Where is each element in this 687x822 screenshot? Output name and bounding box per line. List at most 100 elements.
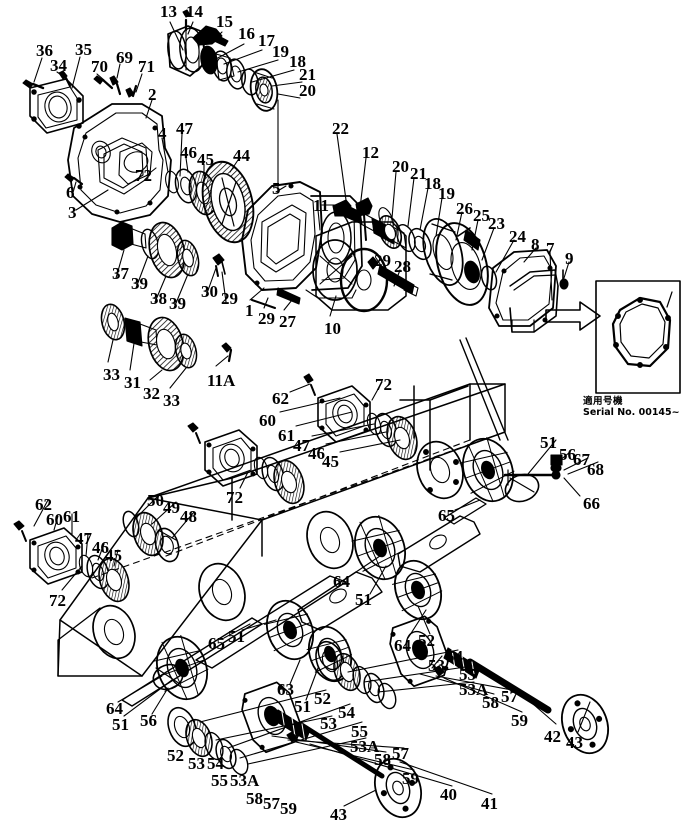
part-callout-6: 6 <box>66 183 75 202</box>
part-callout-58: 58 <box>374 750 391 769</box>
part-callout-38: 38 <box>150 289 167 308</box>
part-callout-55: 55 <box>211 771 228 790</box>
part-callout-37: 37 <box>112 264 129 283</box>
part-callout-52: 52 <box>418 631 435 650</box>
part-callout-62: 62 <box>35 495 52 514</box>
part-callout-24: 24 <box>509 227 526 246</box>
part-callout-20: 20 <box>392 157 409 176</box>
part-callout-54: 54 <box>338 703 355 722</box>
part-callout-14: 14 <box>186 2 203 21</box>
part-callout-59: 59 <box>511 711 528 730</box>
part-callout-59: 59 <box>280 799 297 818</box>
part-callout-64: 64 <box>333 572 350 591</box>
serial-note-japanese: 適用号機 <box>583 396 624 407</box>
part-callout-34: 34 <box>50 56 67 75</box>
part-callout-53: 53 <box>428 656 445 675</box>
part-callout-62: 62 <box>272 389 289 408</box>
part-callout-29: 29 <box>258 309 275 328</box>
part-callout-70: 70 <box>91 57 108 76</box>
part-callout-67: 67 <box>573 450 590 469</box>
part-callout-4: 4 <box>158 124 167 143</box>
part-callout-57: 57 <box>501 687 518 706</box>
group-clutch-26-23-24 <box>422 218 498 306</box>
leader-lines <box>33 21 599 807</box>
part-callout-64: 64 <box>106 699 123 718</box>
part-callout-46: 46 <box>92 538 109 557</box>
part-callout-33: 33 <box>163 391 180 410</box>
detail-box-gasket-7 <box>595 280 681 394</box>
part-callout-52: 52 <box>167 746 184 765</box>
part-callout-58: 58 <box>246 789 263 808</box>
part-callout-29: 29 <box>221 289 238 308</box>
part-callout-15: 15 <box>216 12 233 31</box>
group-lower-shaft-31-33 <box>100 303 233 372</box>
part-callout-11: 11 <box>313 196 330 215</box>
part-callout-1: 1 <box>245 301 254 320</box>
part-callout-19: 19 <box>438 184 455 203</box>
part-callout-52: 52 <box>314 689 331 708</box>
part-callout-2: 2 <box>148 85 157 104</box>
part-callout-55: 55 <box>351 722 368 741</box>
rollers-on-frame <box>92 440 464 660</box>
part-callout-55: 55 <box>459 665 476 684</box>
part-callout-51: 51 <box>294 697 311 716</box>
part-callout-19: 19 <box>272 42 289 61</box>
group-input-shaft-13-21 <box>167 9 279 112</box>
part-callout-72: 72 <box>135 166 152 185</box>
serial-note-english: Serial No. 00145~ <box>583 407 680 418</box>
part-callout-51: 51 <box>112 715 129 734</box>
part-callout-63: 63 <box>277 680 294 699</box>
part-callout-30: 30 <box>201 282 218 301</box>
part-callout-54: 54 <box>446 647 463 666</box>
part-callout-57: 57 <box>263 794 280 813</box>
part-callout-51: 51 <box>355 590 372 609</box>
pin-66-67-68 <box>503 454 563 503</box>
part-callout-39: 39 <box>131 274 148 293</box>
part-callout-65: 65 <box>208 634 225 653</box>
part-callout-58: 58 <box>482 693 499 712</box>
part-callout-32: 32 <box>143 384 160 403</box>
part-callout-10: 10 <box>324 319 341 338</box>
track-frame-body <box>57 337 509 677</box>
part-callout-54: 54 <box>207 754 224 773</box>
part-callout-43: 43 <box>566 733 583 752</box>
part-callout-25: 25 <box>473 206 490 225</box>
part-callout-51: 51 <box>228 627 245 646</box>
part-callout-47: 47 <box>75 529 92 548</box>
group-cover-34-35-36 <box>22 70 84 134</box>
part-callout-53: 53 <box>320 714 337 733</box>
part-callout-47: 47 <box>176 119 193 138</box>
part-callout-64: 64 <box>394 636 411 655</box>
part-callout-53a: 53A <box>350 737 380 756</box>
part-callout-26: 26 <box>456 199 473 218</box>
plate-group-mid-60-62 <box>187 422 305 505</box>
part-callout-22: 22 <box>332 119 349 138</box>
part-callout-7: 7 <box>546 239 555 258</box>
part-callout-53a: 53A <box>459 680 489 699</box>
part-callout-50: 50 <box>147 491 164 510</box>
plate-group-upper-60-62 <box>303 373 418 461</box>
part-callout-53a: 53A <box>230 771 260 790</box>
part-callout-48: 48 <box>180 507 197 526</box>
part-callout-13: 13 <box>160 2 177 21</box>
part-callout-65: 65 <box>438 506 455 525</box>
group-cover-7-8-9 <box>488 249 601 333</box>
part-callout-61: 61 <box>63 507 80 526</box>
part-callout-21: 21 <box>299 65 316 84</box>
part-callout-49: 49 <box>163 498 180 517</box>
group-upper-shaft-22-12 <box>332 199 432 261</box>
part-callout-8: 8 <box>531 235 540 254</box>
part-callout-42: 42 <box>544 727 561 746</box>
part-callout-36: 36 <box>36 41 53 60</box>
part-callout-46: 46 <box>180 143 197 162</box>
part-callout-71: 71 <box>138 57 155 76</box>
part-callout-5: 5 <box>272 179 281 198</box>
part-callout-56: 56 <box>559 445 576 464</box>
serial-note: 適用号機 Serial No. 00145~ <box>583 396 680 418</box>
part-callout-68: 68 <box>587 460 604 479</box>
part-callout-61: 61 <box>278 426 295 445</box>
part-callout-40: 40 <box>440 785 457 804</box>
part-callout-43: 43 <box>330 805 347 822</box>
